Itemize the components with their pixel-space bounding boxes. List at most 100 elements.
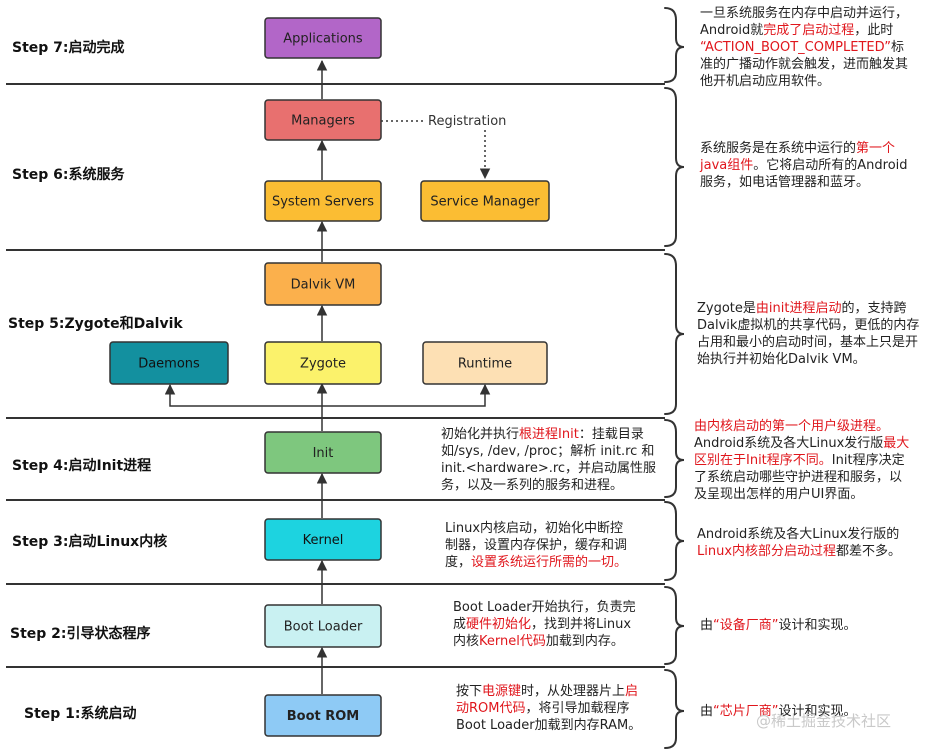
highlight-text: 硬件初始化 [466,617,532,632]
service-manager-label: Service Manager [430,195,540,210]
note-line: 由“芯片厂商”设计和实现。 [700,703,940,720]
system-servers-label: System Servers [272,195,374,210]
note-text: Boot Loader开始执行，负责完 [453,600,636,615]
note-line: 按下电源键时，从处理器片上启 [456,683,665,700]
service-manager-box: Service Manager [420,180,550,222]
init-rect [264,431,382,474]
runtime-rect [422,341,548,385]
boot-loader-label: Boot Loader [284,620,363,635]
note-kernel: Linux内核启动，初始化中断控制器，设置内存保护，缓存和调度，设置系统运行所需… [445,520,665,571]
highlight-text: 第一个 [856,141,896,156]
note-text: 初始化并执行 [441,427,520,442]
highlight-text: 由init进程启动 [755,301,842,316]
note-line: 内核Kernel代码加载到内存。 [453,633,665,650]
note-text: ，此时 [854,23,894,38]
note-text: 设计和实现。 [778,704,857,719]
note-text: 始执行并初始化Dalvik VM。 [697,352,866,367]
note-line: Boot Loader开始执行，负责完 [453,599,665,616]
note-text: 制器，设置内存保护，缓存和调 [445,538,628,553]
note-text: 时，从处理器片上 [521,684,626,699]
note-text: 务，以及一系列的服务和进程。 [441,478,624,493]
kernel-label: Kernel [303,533,344,548]
note-text: 。它将启动所有的Android [753,158,908,173]
highlight-text: 最大 [883,436,910,451]
note-line: 他开机启动应用软件。 [700,73,940,90]
note-text: 服务，如电话管理器和蓝牙。 [700,175,870,190]
highlight-text: 完成了启动过程 [763,23,855,38]
note-line: 一旦系统服务在内存中启动并运行， [700,5,940,22]
daemons-rect [109,341,229,385]
note-line: Linux内核启动，初始化中断控 [445,520,665,537]
note-text: Init程序决定 [831,453,905,468]
note-text: Android就 [700,23,764,38]
note-line: 服务，如电话管理器和蓝牙。 [700,174,940,191]
highlight-text: java组件 [700,158,754,173]
note-line: Android就完成了启动过程，此时 [700,22,940,39]
note-text: Linux内核启动，初始化中断控 [445,521,624,536]
highlight-text: 启 [625,684,639,699]
note-line: 区别在于Init程序不同。Init程序决定 [694,452,940,469]
step5-label: Step 5:Zygote和Dalvik [8,316,183,332]
zygote-rect [264,341,382,385]
step4-label: Step 4:启动Init进程 [12,457,151,474]
note-step7: 一旦系统服务在内存中启动并运行，Android就完成了启动过程，此时“ACTIO… [700,5,940,90]
note-line: 如/sys, /dev, /proc；解析 init.rc 和 [441,443,666,460]
note-text: 及呈现出怎样的用户UI界面。 [694,487,864,502]
boot-loader-rect [264,604,382,648]
highlight-text: 电源键 [482,684,522,699]
note-text: Dalvik虚拟机的共享代码，更低的内存 [697,318,920,333]
note-text: 占用和最小的启动时间，基本上只是开 [697,335,919,350]
applications-box: Applications [264,17,382,59]
runtime-box: Runtime [422,341,548,385]
note-line: “ACTION_BOOT_COMPLETED”标 [700,39,940,56]
highlight-text: 根进程Init [519,427,579,442]
note-text: 准的广播动作就会触发，进而触发其 [700,57,909,72]
note-line: 了系统启动哪些守护进程和服务，以 [694,469,940,486]
note-line: Android系统及各大Linux发行版的 [697,526,940,543]
zygote-box: Zygote [264,341,382,385]
note-text: Boot Loader加载到内存RAM。 [456,718,642,733]
highlight-text: “设备厂商” [713,618,779,633]
highlight-text: “芯片厂商” [713,704,779,719]
arrow-init-to-daemons [164,383,322,407]
note-line: 动ROM代码，将引导加载程序 [456,700,665,717]
note-text: 由 [700,618,714,633]
note-text: 内核 [453,634,480,649]
step-braces [664,7,685,749]
note-line: 准的广播动作就会触发，进而触发其 [700,56,940,73]
managers-label: Managers [291,114,355,129]
applications-label: Applications [283,32,363,47]
note-line: 占用和最小的启动时间，基本上只是开 [697,334,940,351]
note-text: 设计和实现。 [778,618,857,633]
boot-loader-box: Boot Loader [264,604,382,648]
highlight-text: Linux内核部分启动过程 [697,544,837,559]
runtime-label: Runtime [458,357,512,372]
note-line: 由“设备厂商”设计和实现。 [700,617,940,634]
note-text: 成 [453,617,467,632]
boot-rom-label: Boot ROM [287,709,360,724]
flow-arrows [164,59,491,694]
step1-label: Step 1:系统启动 [24,705,137,722]
step2-label: Step 2:引导状态程序 [10,625,151,642]
note-line: Android系统及各大Linux发行版最大 [694,435,940,452]
watermark: @稀土掘金技术社区 [756,712,892,730]
note-text: Zygote是 [697,301,756,316]
managers-box: Managers [264,99,382,141]
daemons-label: Daemons [138,357,200,372]
note-step1: 由“芯片厂商”设计和实现。 [700,703,940,720]
note-line: java组件。它将启动所有的Android [700,157,940,174]
highlight-text: 区别在于Init程序不同。 [694,453,832,468]
note-line: 系统服务是在系统中运行的第一个 [700,140,940,157]
managers-rect [264,99,382,141]
registration-label: Registration [428,114,506,129]
note-text: 都差不多。 [836,544,902,559]
note-step2: 由“设备厂商”设计和实现。 [700,617,940,634]
note-text: 如/sys, /dev, /proc；解析 init.rc 和 [441,444,655,459]
note-text: 由 [700,704,714,719]
note-text: 他开机启动应用软件。 [700,74,831,89]
